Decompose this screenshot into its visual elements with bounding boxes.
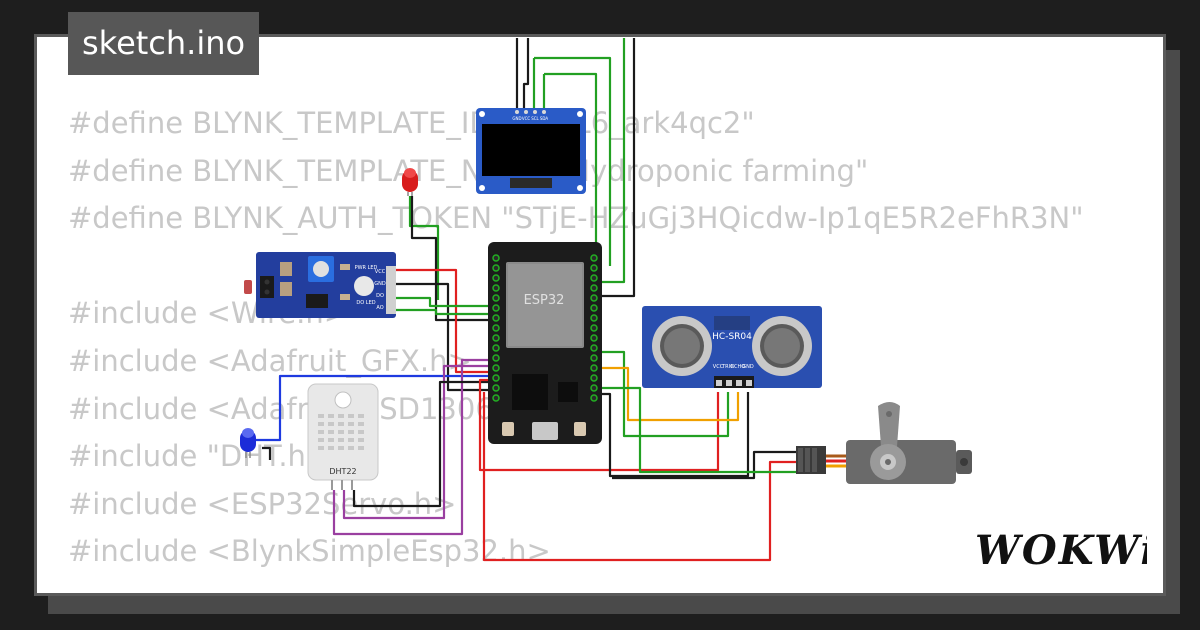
wire — [352, 380, 494, 508]
oled-display-icon[interactable]: GND VCC SCL SDA — [476, 108, 586, 194]
wire — [612, 450, 800, 480]
soil-led-label: DO LED — [356, 300, 375, 306]
wires — [250, 38, 800, 562]
oled-pin-label: SCL — [531, 116, 539, 121]
wire — [392, 296, 494, 308]
oled-pin-label: GND — [512, 116, 521, 121]
wire — [600, 386, 800, 474]
wire — [600, 38, 626, 284]
soil-pin-label: DO — [376, 293, 384, 299]
wire — [392, 282, 494, 392]
wire — [250, 374, 494, 442]
wire — [600, 350, 730, 438]
wire — [342, 364, 494, 520]
ultrasonic-pin-label: VCC — [713, 364, 724, 370]
wire — [392, 308, 494, 316]
code-line: #include <ESP32Servo.h> — [68, 486, 457, 521]
wire — [482, 392, 800, 562]
dht22-sensor-icon[interactable]: DHT22 — [307, 383, 379, 490]
wire — [522, 38, 530, 110]
oled-pin-label: SDA — [540, 116, 549, 121]
wire — [332, 358, 494, 536]
soil-led-label: PWR LED — [355, 265, 378, 271]
soil-pin-label: VCC — [375, 269, 386, 275]
wokwi-logo: WOKWi — [975, 527, 1147, 574]
soil-pin-label: AO — [376, 305, 383, 311]
code-line: #include <BlynkSimpleEsp32.h> — [68, 534, 551, 569]
wire — [532, 56, 612, 266]
dht-label: DHT22 — [329, 467, 356, 476]
wire — [392, 268, 494, 374]
esp32-board-icon[interactable]: ESP32 — [488, 242, 602, 444]
wire — [600, 366, 740, 422]
wire — [408, 196, 440, 300]
ultrasonic-label: HC-SR04 — [712, 332, 752, 342]
esp32-label: ESP32 — [524, 293, 565, 308]
wokwi-logo-text: WOKWi — [975, 527, 1147, 574]
code-line: #include <Adafruit_GFX.h> — [68, 343, 472, 378]
wire — [410, 196, 494, 322]
wire — [600, 392, 750, 478]
file-name-tab[interactable]: sketch.ino — [68, 12, 260, 75]
dht-grille — [318, 414, 364, 450]
ultrasonic-pin-label: TRIG — [721, 364, 734, 370]
esp32-pins-right — [590, 254, 598, 402]
red-led-icon[interactable] — [402, 168, 418, 196]
wire — [262, 446, 272, 460]
ultrasonic-pin-label: GND — [742, 364, 754, 370]
wire — [600, 38, 636, 298]
blue-led-icon[interactable] — [240, 428, 256, 458]
oled-pin-label: VCC — [522, 116, 531, 121]
soil-pin-label: GND — [374, 281, 386, 287]
code-line: #include "DHT.h" — [68, 439, 320, 474]
servo-motor-icon[interactable] — [796, 400, 972, 484]
wire — [478, 378, 720, 472]
ultrasonic-sensor-icon[interactable]: HC-SR04 VCC TRIG ECHO GND — [642, 306, 822, 388]
esp32-pins-left — [492, 254, 500, 402]
soil-moisture-module-icon[interactable]: PWR LED DO LED VCC GND DO AO — [244, 252, 396, 318]
code-line: #define BLYNK_AUTH_TOKEN "STjE-HZuGj3HQi… — [68, 201, 1084, 236]
ultrasonic-pin-label: ECHO — [731, 364, 745, 370]
